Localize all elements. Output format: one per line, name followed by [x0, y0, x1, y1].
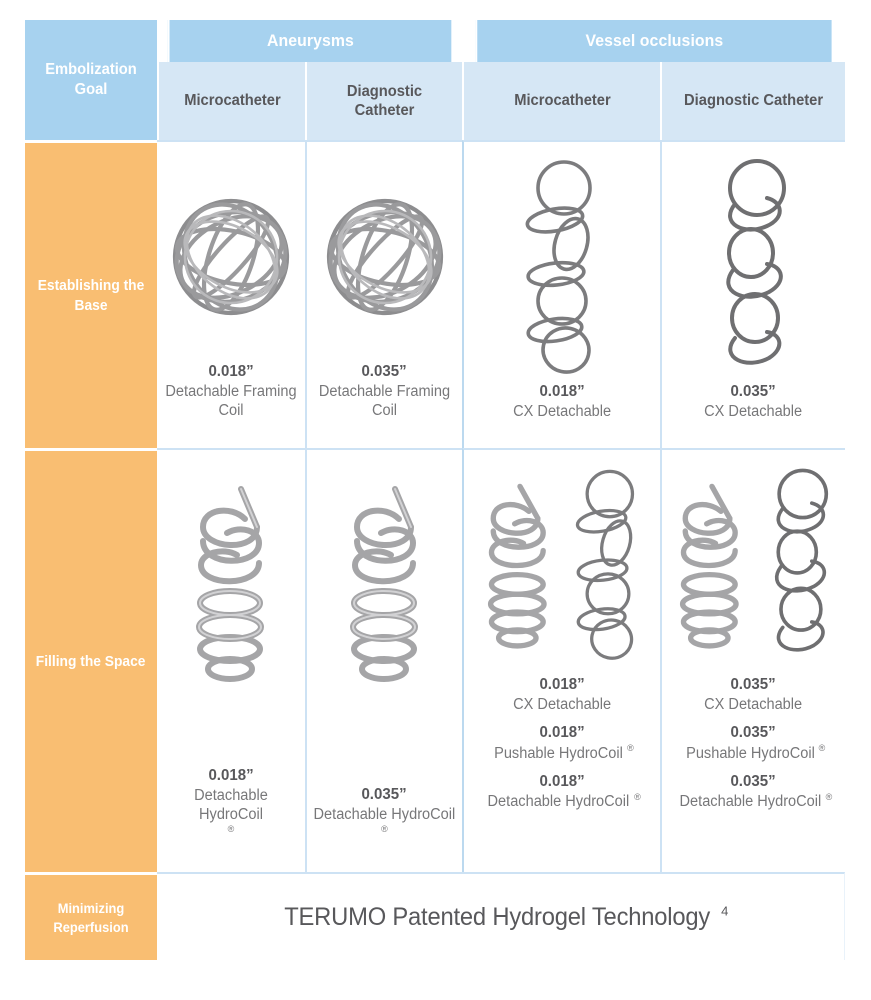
- product-name: Detachable HydroCoil®: [194, 786, 268, 835]
- cx-detachable-coil-icon: [464, 152, 660, 382]
- hydrogel-technology-banner: TERUMO Patented Hydrogel Technology 4: [157, 872, 845, 960]
- product-entry: 0.035” Detachable HydroCoil®: [307, 785, 462, 844]
- product-entry: 0.018” Detachable Framing Coil: [157, 362, 305, 421]
- product-name: Detachable HydroCoil®: [487, 791, 641, 811]
- hydrogel-technology-text: TERUMO Patented Hydrogel Technology: [284, 902, 710, 931]
- hydrocoil-helix-icon: [157, 460, 305, 720]
- cell-establishing-vessel-diagnostic: 0.035” CX Detachable: [660, 140, 845, 448]
- row-label-minimizing-reperfusion: Minimizing Reperfusion: [25, 872, 157, 960]
- product-entry: 0.018” Pushable HydroCoil®: [464, 723, 660, 763]
- product-name: CX Detachable: [512, 696, 611, 713]
- product-gauge: 0.018”: [539, 772, 585, 790]
- product-gauge: 0.035”: [730, 724, 777, 742]
- product-gauge: 0.035”: [730, 772, 777, 790]
- product-label-list: 0.018” CX Detachable: [464, 382, 660, 421]
- cell-filling-vessel-diagnostic: 0.035” CX Detachable 0.035” Pushable Hyd…: [660, 448, 845, 872]
- product-entry: 0.035” Pushable HydroCoil®: [662, 723, 845, 763]
- hydrocoil-and-cx-coil-icon: [464, 460, 660, 675]
- product-gauge: 0.035”: [730, 676, 777, 693]
- cell-filling-vessel-microcatheter: 0.018” CX Detachable 0.018” Pushable Hyd…: [462, 448, 660, 872]
- product-entry: 0.035” CX Detachable: [662, 382, 845, 421]
- product-gauge: 0.035”: [730, 383, 777, 400]
- column-header-vessel-diagnostic-catheter: Diagnostic Catheter: [660, 62, 845, 140]
- product-gauge: 0.018”: [208, 363, 254, 380]
- product-gauge: 0.035”: [361, 363, 408, 380]
- product-name: Pushable HydroCoil®: [685, 743, 826, 762]
- product-name: Detachable Framing Coil: [165, 383, 297, 420]
- product-label-list: 0.035” Detachable HydroCoil®: [307, 785, 462, 844]
- product-label-list: 0.018” CX Detachable 0.018” Pushable Hyd…: [464, 675, 660, 811]
- product-gauge: 0.018”: [208, 766, 254, 784]
- group-header-vessel-occlusions: Vessel occlusions: [475, 20, 832, 62]
- product-entry: 0.035” Detachable Framing Coil: [307, 362, 462, 421]
- product-name: Detachable HydroCoil®: [313, 806, 456, 835]
- row-label-establishing-the-base: Establishing the Base: [25, 140, 157, 448]
- embolization-goal-header: Embolization Goal: [25, 20, 157, 140]
- column-header-aneurysms-microcatheter: Microcatheter: [157, 62, 305, 140]
- product-entry: 0.018” CX Detachable: [464, 675, 660, 714]
- product-gauge: 0.018”: [539, 383, 585, 400]
- hydrocoil-and-cx-coil-icon: [662, 460, 845, 675]
- product-name: CX Detachable: [704, 696, 803, 713]
- column-header-vessel-microcatheter: Microcatheter: [462, 62, 660, 140]
- row-label-filling-the-space: Filling the Space: [25, 448, 157, 872]
- group-header-aneurysms: Aneurysms: [167, 20, 452, 62]
- embolization-product-matrix-table: Embolization Goal Aneurysms Vessel occlu…: [25, 20, 845, 960]
- cx-detachable-coil-icon: [662, 152, 845, 382]
- hydrocoil-helix-icon: [307, 460, 462, 720]
- product-name: Detachable Framing Coil: [318, 383, 451, 420]
- framing-coil-sphere-icon: [307, 152, 462, 362]
- product-gauge: 0.018”: [539, 676, 585, 693]
- cell-filling-aneurysm-diagnostic: 0.035” Detachable HydroCoil®: [305, 448, 462, 872]
- product-label-list: 0.035” CX Detachable 0.035” Pushable Hyd…: [662, 675, 845, 811]
- cell-filling-aneurysm-microcatheter: 0.018” Detachable HydroCoil®: [157, 448, 305, 872]
- product-gauge: 0.018”: [539, 724, 585, 742]
- cell-establishing-vessel-microcatheter: 0.018” CX Detachable: [462, 140, 660, 448]
- product-name: CX Detachable: [704, 403, 803, 420]
- product-entry: 0.035” Detachable HydroCoil®: [662, 772, 845, 812]
- product-entry: 0.018” Detachable HydroCoil®: [157, 766, 305, 844]
- product-label-list: 0.018” Detachable Framing Coil: [157, 362, 305, 421]
- cell-establishing-aneurysm-diagnostic: 0.035” Detachable Framing Coil: [305, 140, 462, 448]
- framing-coil-sphere-icon: [157, 152, 305, 362]
- product-entry: 0.018” CX Detachable: [464, 382, 660, 421]
- product-entry: 0.018” Detachable HydroCoil®: [464, 772, 660, 812]
- product-name: Detachable HydroCoil®: [679, 791, 833, 811]
- product-name: CX Detachable: [512, 403, 611, 420]
- footnote-marker: 4: [721, 903, 729, 919]
- cell-establishing-aneurysm-microcatheter: 0.018” Detachable Framing Coil: [157, 140, 305, 448]
- product-gauge: 0.035”: [361, 786, 408, 804]
- embolization-goal-label: Embolization Goal: [45, 61, 137, 98]
- column-header-aneurysms-diagnostic-catheter: Diagnostic Catheter: [305, 62, 462, 140]
- product-label-list: 0.035” Detachable Framing Coil: [307, 362, 462, 421]
- product-label-list: 0.018” Detachable HydroCoil®: [157, 766, 305, 844]
- product-entry: 0.035” CX Detachable: [662, 675, 845, 714]
- product-name: Pushable HydroCoil®: [494, 743, 634, 762]
- product-label-list: 0.035” CX Detachable: [662, 382, 845, 421]
